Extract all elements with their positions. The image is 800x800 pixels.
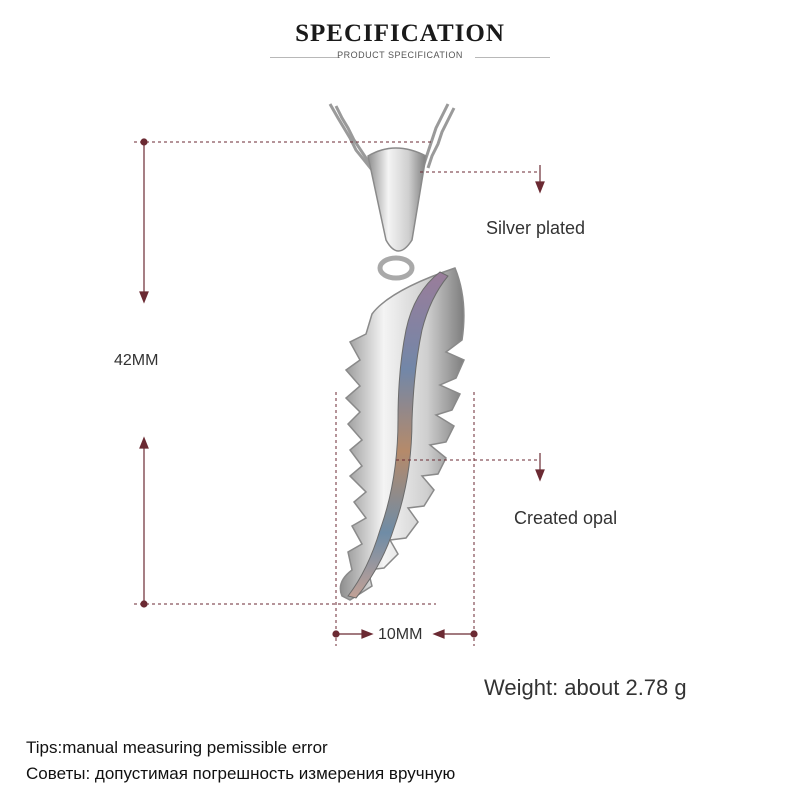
subtitle-row: PRODUCT SPECIFICATION	[0, 50, 800, 66]
dimension-lines	[134, 138, 545, 646]
weight-label: Weight: about 2.78 g	[484, 675, 687, 700]
opal-inlay	[347, 271, 449, 599]
height-dimension-label: 42MM	[114, 352, 159, 369]
tips-russian: Советы: допустимая погрешность измерения…	[26, 764, 456, 783]
tips-english: Tips:manual measuring pemissible error	[26, 738, 328, 757]
width-dimension-label: 10MM	[378, 626, 423, 643]
silver-plated-label: Silver plated	[486, 218, 586, 238]
page-title: SPECIFICATION	[295, 20, 505, 47]
chain	[328, 103, 456, 173]
page-subtitle: PRODUCT SPECIFICATION	[337, 50, 463, 60]
subtitle-divider-left	[270, 57, 340, 58]
subtitle-divider-right	[475, 57, 550, 58]
bail	[367, 147, 427, 252]
created-opal-label: Created opal	[514, 508, 618, 528]
bail-ring	[377, 255, 415, 281]
